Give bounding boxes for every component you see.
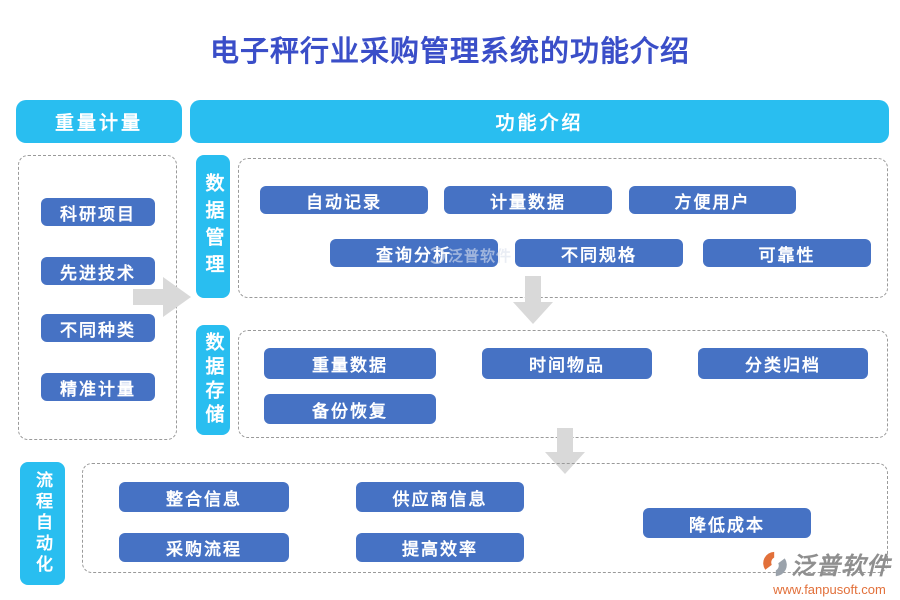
process-automation-panel: 整合信息 供应商信息 降低成本 采购流程 提高效率 [82, 463, 888, 573]
arrow-right-icon [133, 277, 191, 317]
arrow-down-icon [513, 276, 553, 324]
node-time-items: 时间物品 [482, 348, 652, 379]
section-label-data-management: 数据管理 [196, 155, 230, 298]
node-different-specs: 不同规格 [515, 239, 683, 267]
logo-url: www.fanpusoft.com [773, 582, 886, 597]
data-storage-panel: 重量数据 时间物品 分类归档 备份恢复 [238, 330, 888, 438]
logo-brand: 泛普软件 [791, 554, 891, 580]
node-reduce-cost: 降低成本 [643, 508, 811, 538]
node-supplier-info: 供应商信息 [356, 482, 524, 512]
node-auto-record: 自动记录 [260, 186, 428, 214]
node-integrate-info: 整合信息 [119, 482, 289, 512]
section-label-data-storage: 数据存储 [196, 325, 230, 435]
node-advanced-technology: 先进技术 [41, 257, 155, 285]
header-function-introduction: 功能介绍 [190, 100, 889, 143]
node-backup-restore: 备份恢复 [264, 394, 436, 424]
node-procurement-process: 采购流程 [119, 533, 289, 562]
node-reliability: 可靠性 [703, 239, 871, 267]
arrow-down-icon [545, 428, 585, 474]
node-user-friendly: 方便用户 [629, 186, 796, 214]
header-weight-measurement: 重量计量 [16, 100, 182, 143]
node-classified-archive: 分类归档 [698, 348, 868, 379]
weight-measurement-panel: 科研项目 先进技术 不同种类 精准计量 [18, 155, 177, 440]
fanpu-logo: 泛普软件 www.fanpusoft.com [762, 546, 897, 597]
page-title: 电子秤行业采购管理系统的功能介绍 [209, 36, 690, 68]
section-label-process-automation: 流程自动化 [20, 462, 65, 585]
fanpu-logo-row: 泛普软件 [762, 546, 897, 581]
node-query-analysis: 查询分析 [330, 239, 498, 267]
node-measurement-data: 计量数据 [444, 186, 612, 214]
node-precise-measurement: 精准计量 [41, 373, 155, 401]
node-improve-efficiency: 提高效率 [356, 533, 524, 562]
node-different-kinds: 不同种类 [41, 314, 155, 342]
node-weight-data: 重量数据 [264, 348, 436, 379]
fanpu-logo-icon [763, 551, 787, 576]
data-management-panel: 自动记录 计量数据 方便用户 查询分析 不同规格 可靠性 [238, 158, 888, 298]
node-research-project: 科研项目 [41, 198, 155, 226]
